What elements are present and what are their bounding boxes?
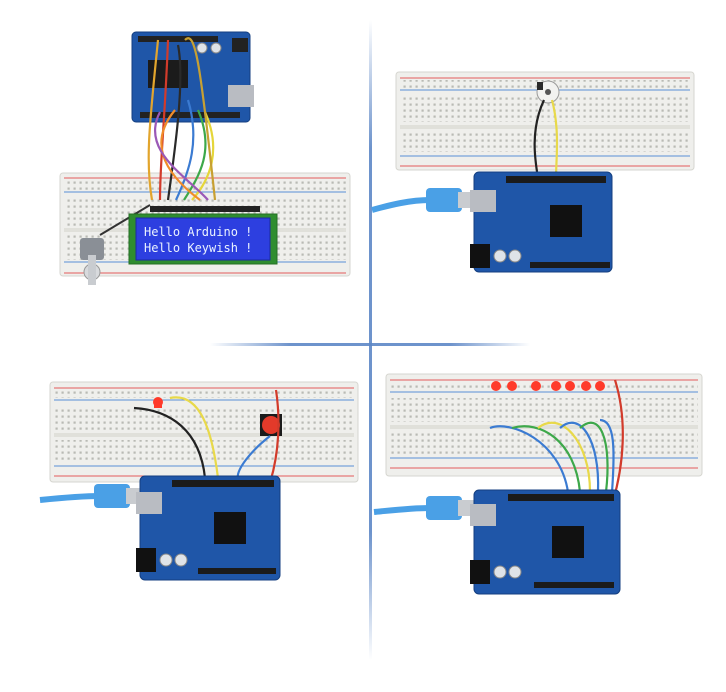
usb-cable-icon [39,484,148,508]
arduino-board [136,475,281,581]
vertical-divider [369,20,372,660]
lcd-icon: Hello Arduino ! Hello Keywish ! [128,206,278,265]
led-icon [581,381,591,391]
led-icon [565,381,575,391]
breadboard [49,381,359,483]
led-icon [153,397,163,408]
usb-cable-icon [373,496,480,520]
button-icon [260,414,282,436]
lcd-line-2: Hello Keywish ! [144,241,252,255]
potentiometer-icon [80,204,151,285]
panel-led-row [373,373,703,595]
led-row [491,381,605,391]
horizontal-divider [210,343,530,346]
jumper-wires [147,37,217,201]
panel-lcd: Hello Arduino ! Hello Keywish ! [59,31,351,285]
arduino-board [470,171,613,273]
panel-buzzer [371,71,695,273]
led-icon [491,381,501,391]
panel-led-button [39,381,359,581]
lcd-line-1: Hello Arduino ! [144,225,252,239]
usb-cable-icon [371,188,478,213]
buzzer-icon [536,80,560,104]
led-icon [551,381,561,391]
arduino-board [470,489,621,595]
led-icon [507,381,517,391]
led-icon [531,381,541,391]
led-icon [595,381,605,391]
